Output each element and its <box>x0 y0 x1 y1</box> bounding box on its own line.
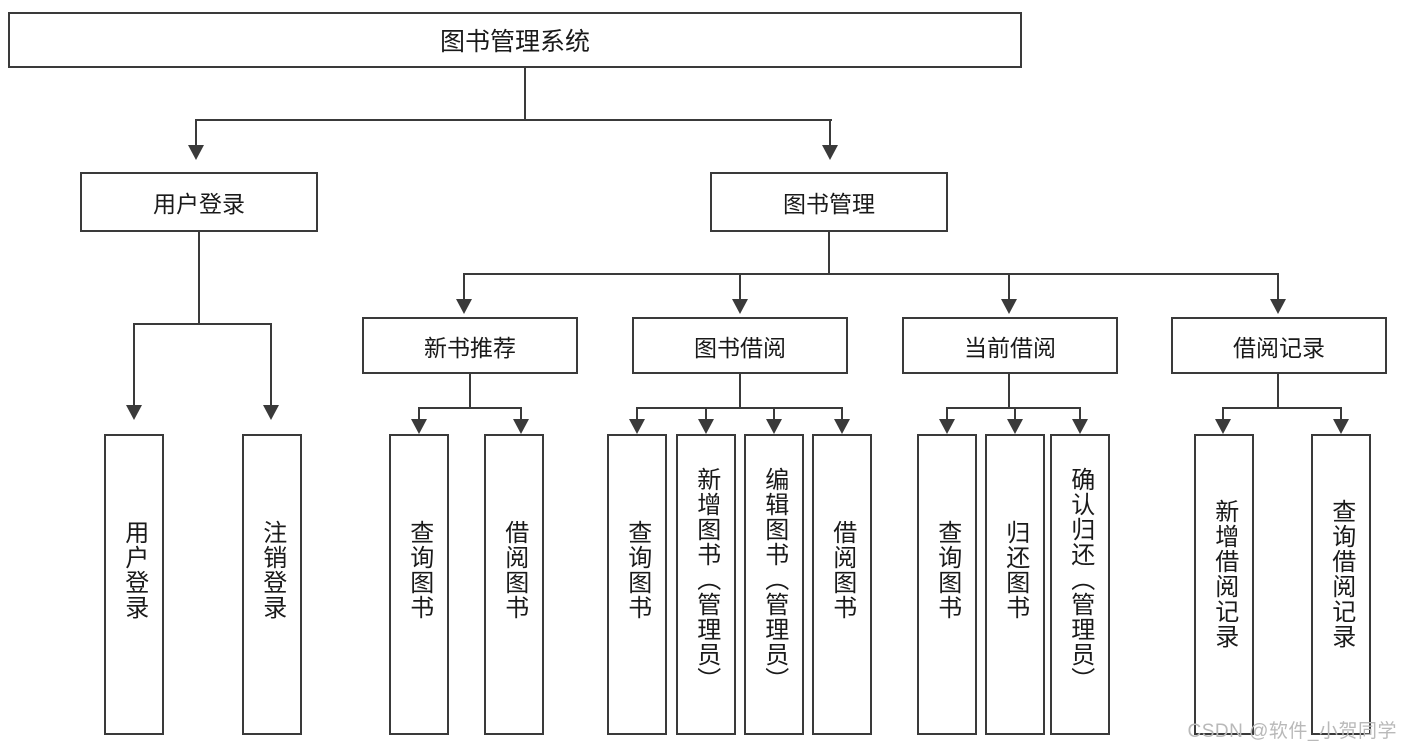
node-label: 借阅记录 <box>1233 334 1325 361</box>
leaf-label: 查询借阅记录 <box>1327 498 1355 649</box>
connector-current-borrow-stem <box>1008 374 1010 408</box>
node-borrow-record[interactable]: 借阅记录 <box>1171 317 1387 374</box>
leaf-label: 借阅图书 <box>500 519 528 620</box>
connector-book-manage-stem <box>828 232 830 274</box>
leaf-edit-book-admin[interactable]: 编辑图书（管理员） <box>744 434 804 735</box>
connector-book-borrow-bus <box>636 407 843 409</box>
node-label: 当前借阅 <box>964 334 1056 361</box>
leaf-query-book-nb[interactable]: 查询图书 <box>389 434 449 735</box>
node-label: 图书借阅 <box>694 334 786 361</box>
connector-root-bus <box>195 119 832 121</box>
arrowhead-bb-leaf-3 <box>766 419 782 434</box>
node-label: 图书管理 <box>783 191 875 217</box>
node-new-book-recommend[interactable]: 新书推荐 <box>362 317 578 374</box>
leaf-confirm-return-admin[interactable]: 确认归还（管理员） <box>1050 434 1110 735</box>
connector-user-login-stem <box>198 232 200 324</box>
node-root-system[interactable]: 图书管理系统 <box>8 12 1022 68</box>
leaf-label: 编辑图书（管理员） <box>760 467 788 693</box>
leaf-borrow-book-nb[interactable]: 借阅图书 <box>484 434 544 735</box>
leaf-label: 查询图书 <box>933 519 961 620</box>
connector-current-borrow-bus <box>946 407 1081 409</box>
node-book-borrow[interactable]: 图书借阅 <box>632 317 848 374</box>
node-book-management[interactable]: 图书管理 <box>710 172 948 232</box>
leaf-borrow-book-bb[interactable]: 借阅图书 <box>812 434 872 735</box>
connector-user-login-branch-2 <box>270 323 272 407</box>
connector-bb-branch-4 <box>841 407 843 421</box>
connector-cb-branch-3 <box>1079 407 1081 421</box>
arrowhead-cb-leaf-1 <box>939 419 955 434</box>
arrowhead-br-leaf-1 <box>1215 419 1231 434</box>
leaf-label: 新增借阅记录 <box>1210 498 1238 649</box>
node-label: 用户登录 <box>153 191 245 217</box>
leaf-logout[interactable]: 注销登录 <box>242 434 302 735</box>
arrowhead-bb-leaf-1 <box>629 419 645 434</box>
connector-bb-branch-3 <box>773 407 775 421</box>
connector-br-branch-1 <box>1222 407 1224 421</box>
connector-cb-branch-1 <box>946 407 948 421</box>
leaf-label: 查询图书 <box>623 519 651 620</box>
connector-cb-branch-2 <box>1014 407 1016 421</box>
leaf-label: 借阅图书 <box>828 519 856 620</box>
leaf-query-book-cb[interactable]: 查询图书 <box>917 434 977 735</box>
arrowhead-book-borrow <box>732 299 748 314</box>
node-current-borrow[interactable]: 当前借阅 <box>902 317 1118 374</box>
connector-bb-branch-2 <box>705 407 707 421</box>
connector-user-login-bus <box>133 323 271 325</box>
node-user-login[interactable]: 用户登录 <box>80 172 318 232</box>
connector-borrow-record-stem <box>1277 374 1279 408</box>
arrowhead-leaf-logout <box>263 405 279 420</box>
leaf-label: 确认归还（管理员） <box>1066 467 1094 693</box>
arrowhead-book-manage <box>822 145 838 160</box>
arrowhead-user-login <box>188 145 204 160</box>
arrowhead-nb-leaf-1 <box>411 419 427 434</box>
connector-book-borrow-stem <box>739 374 741 408</box>
connector-br-branch-2 <box>1340 407 1342 421</box>
arrowhead-cb-leaf-2 <box>1007 419 1023 434</box>
connector-root-to-book-manage <box>829 119 831 147</box>
leaf-label: 归还图书 <box>1001 519 1029 620</box>
connector-new-book-branch-1 <box>418 407 420 421</box>
leaf-label: 查询图书 <box>405 519 433 620</box>
connector-to-borrow-record <box>1277 273 1279 301</box>
watermark-text: CSDN @软件_小贺同学 <box>1187 721 1397 742</box>
connector-to-new-book <box>463 273 465 301</box>
connector-bb-branch-1 <box>636 407 638 421</box>
connector-to-book-borrow <box>739 273 741 301</box>
leaf-query-book-bb[interactable]: 查询图书 <box>607 434 667 735</box>
arrowhead-current-borrow <box>1001 299 1017 314</box>
connector-level3-bus <box>463 273 1279 275</box>
arrowhead-bb-leaf-4 <box>834 419 850 434</box>
leaf-label: 用户登录 <box>120 519 148 620</box>
leaf-add-borrow-record[interactable]: 新增借阅记录 <box>1194 434 1254 735</box>
connector-root-to-user-login <box>195 119 197 147</box>
arrowhead-nb-leaf-2 <box>513 419 529 434</box>
arrowhead-br-leaf-2 <box>1333 419 1349 434</box>
node-label: 图书管理系统 <box>439 28 590 56</box>
arrowhead-borrow-record <box>1270 299 1286 314</box>
leaf-return-book[interactable]: 归还图书 <box>985 434 1045 735</box>
connector-root-stem <box>524 68 526 120</box>
leaf-query-borrow-record[interactable]: 查询借阅记录 <box>1311 434 1371 735</box>
connector-new-book-bus <box>418 407 522 409</box>
leaf-user-login[interactable]: 用户登录 <box>104 434 164 735</box>
leaf-label: 注销登录 <box>258 519 286 620</box>
arrowhead-leaf-user-login <box>126 405 142 420</box>
connector-user-login-branch-1 <box>133 323 135 407</box>
connector-new-book-branch-2 <box>520 407 522 421</box>
arrowhead-cb-leaf-3 <box>1072 419 1088 434</box>
connector-new-book-stem <box>469 374 471 408</box>
arrowhead-new-book <box>456 299 472 314</box>
arrowhead-bb-leaf-2 <box>698 419 714 434</box>
leaf-label: 新增图书（管理员） <box>692 467 720 693</box>
leaf-add-book-admin[interactable]: 新增图书（管理员） <box>676 434 736 735</box>
connector-borrow-record-bus <box>1222 407 1342 409</box>
node-label: 新书推荐 <box>424 334 516 361</box>
connector-to-current-borrow <box>1008 273 1010 301</box>
